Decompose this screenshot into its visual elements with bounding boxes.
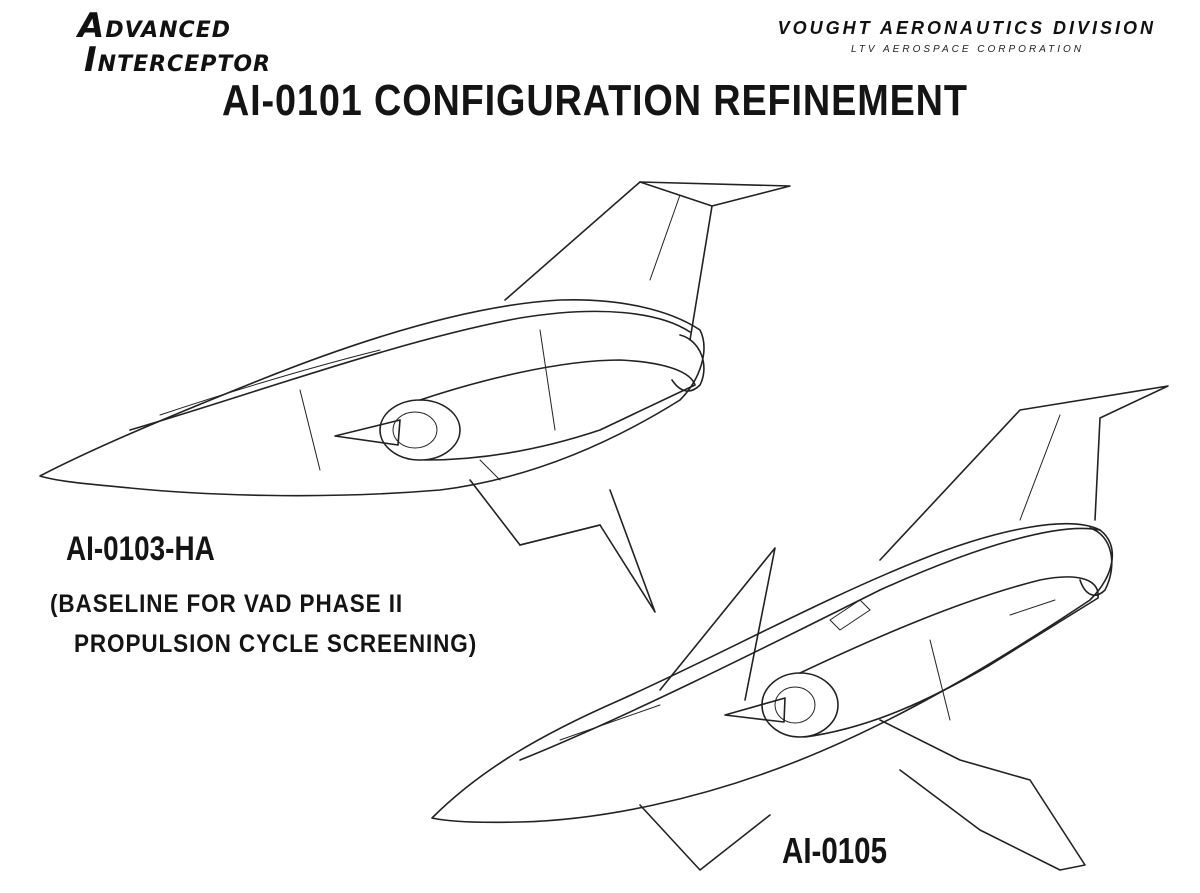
aircraft-ai-0103-ha-drawing	[39, 181, 791, 613]
vertical-tail-1	[504, 181, 791, 341]
engine-intake-2	[761, 672, 839, 738]
aircraft-label-ai-0105: AI-0105	[782, 830, 888, 871]
panel-line-2d	[929, 639, 951, 721]
canard-2	[659, 547, 776, 701]
logo-interceptor: INTERCEPTOR	[84, 40, 271, 80]
fuselage-outline-2	[431, 522, 1114, 824]
inlet-cone-1	[334, 419, 401, 446]
nacelle-1	[419, 359, 696, 461]
parent-company-name: LTV AEROSPACE CORPORATION	[851, 44, 1084, 55]
ventral-fin-front-1	[519, 524, 601, 546]
engine-intake-inner-1	[392, 411, 438, 449]
ventral-fin-2	[639, 804, 771, 871]
panel-line-1b	[539, 329, 556, 431]
company-name: VOUGHT AERONAUTICS DIVISION	[777, 18, 1156, 38]
wing-strake-1	[159, 349, 381, 416]
inlet-cone-2	[724, 697, 786, 723]
panel-line-1c	[479, 459, 501, 481]
tail-tip-line-1	[639, 181, 713, 207]
aircraft-ai-0105-drawing	[431, 385, 1169, 871]
wing-2	[879, 719, 1086, 871]
aircraft-label-ai-0103-ha: AI-0103-HA	[66, 530, 215, 568]
vertical-tail-2	[879, 385, 1169, 561]
nacelle-2	[799, 576, 1099, 738]
fuselage-outline-1	[39, 298, 705, 497]
panel-line-1a	[299, 389, 321, 471]
engine-exhaust-1	[671, 334, 705, 392]
page-title: AI-0101 CONFIGURATION REFINEMENT	[222, 76, 968, 125]
logo-advanced: ADVANCED	[78, 6, 231, 46]
tail-panel-line-2	[1019, 414, 1061, 521]
fuselage-spine-1	[129, 310, 691, 431]
engine-intake-inner-2	[774, 686, 816, 724]
panel-line-2a	[829, 599, 871, 631]
aircraft-note-line2: PROPULSION CYCLE SCREENING)	[74, 630, 478, 658]
ventral-fin-1	[469, 479, 656, 613]
aircraft-note-line1: (BASELINE FOR VAD PHASE II	[50, 590, 404, 618]
tail-panel-line-1	[649, 194, 681, 281]
fuselage-spine-2	[519, 527, 1101, 761]
panel-line-2b	[1009, 599, 1056, 616]
engine-intake-1	[379, 399, 461, 461]
panel-line-2c	[559, 704, 661, 741]
engine-exhaust-2	[1079, 527, 1113, 596]
